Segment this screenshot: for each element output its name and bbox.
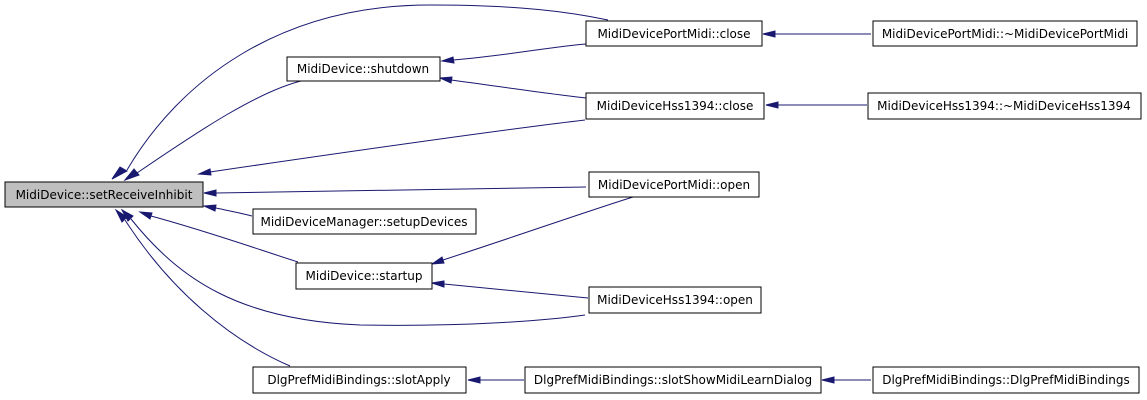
edge-portmidi-close-to-shutdown <box>440 43 587 64</box>
node-label: MidiDeviceHss1394::open <box>597 293 753 307</box>
edge-manager-setup-to-root <box>202 204 253 217</box>
node-slot-show-midi-learn-dialog[interactable]: DlgPrefMidiBindings::slotShowMidiLearnDi… <box>524 366 822 394</box>
node-label: MidiDeviceHss1394::~MidiDeviceHss1394 <box>877 99 1131 113</box>
edge-hss-open-to-startup <box>431 280 589 299</box>
edge-startup-to-root <box>138 211 299 263</box>
edge-portmidi-open-to-startup <box>430 196 634 265</box>
node-label: MidiDevicePortMidi::~MidiDevicePortMidi <box>882 27 1128 41</box>
edge-shutdown-to-root <box>123 79 306 182</box>
node-label: DlgPrefMidiBindings::slotShowMidiLearnDi… <box>534 373 812 387</box>
node-set-receive-inhibit[interactable]: MidiDevice::setReceiveInhibit <box>4 181 204 208</box>
node-label: MidiDevice::startup <box>306 269 423 283</box>
edge-hss-close-to-root <box>197 119 586 176</box>
edge-slot-apply-to-root <box>114 208 291 367</box>
node-hss-destructor[interactable]: MidiDeviceHss1394::~MidiDeviceHss1394 <box>867 92 1142 120</box>
node-label: MidiDevice::shutdown <box>297 62 429 76</box>
edge-portmidi-close-to-root <box>111 4 609 180</box>
edge-slot-show-learn-to-slot-apply <box>467 376 524 384</box>
edge-portmidi-dtor-to-portmidi-close <box>762 30 871 38</box>
node-portmidi-close[interactable]: MidiDevicePortMidi::close <box>585 20 763 47</box>
edge-hss-dtor-to-hss-close <box>765 101 867 109</box>
node-hss-close[interactable]: MidiDeviceHss1394::close <box>585 92 765 120</box>
node-label: DlgPrefMidiBindings::DlgPrefMidiBindings <box>882 373 1130 387</box>
node-hss-open[interactable]: MidiDeviceHss1394::open <box>588 286 762 314</box>
node-label: MidiDevicePortMidi::open <box>598 178 750 192</box>
node-shutdown[interactable]: MidiDevice::shutdown <box>286 56 441 82</box>
edge-dlg-ctor-to-slot-show-learn <box>821 376 871 384</box>
edge-hss-close-to-shutdown <box>438 76 587 99</box>
node-label: MidiDevice::setReceiveInhibit <box>16 188 193 202</box>
node-dlg-pref-midi-bindings-ctor[interactable]: DlgPrefMidiBindings::DlgPrefMidiBindings <box>872 366 1140 394</box>
node-manager-setup-devices[interactable]: MidiDeviceManager::setupDevices <box>252 208 477 235</box>
node-label: MidiDevicePortMidi::close <box>597 27 750 41</box>
node-portmidi-open[interactable]: MidiDevicePortMidi::open <box>588 171 760 198</box>
node-label: MidiDeviceManager::setupDevices <box>260 215 467 229</box>
node-label: DlgPrefMidiBindings::slotApply <box>267 373 450 387</box>
node-portmidi-destructor[interactable]: MidiDevicePortMidi::~MidiDevicePortMidi <box>872 20 1138 47</box>
node-slot-apply[interactable]: DlgPrefMidiBindings::slotApply <box>252 366 467 394</box>
edge-portmidi-open-to-root <box>203 186 587 197</box>
node-startup[interactable]: MidiDevice::startup <box>295 262 433 290</box>
node-label: MidiDeviceHss1394::close <box>597 99 754 113</box>
